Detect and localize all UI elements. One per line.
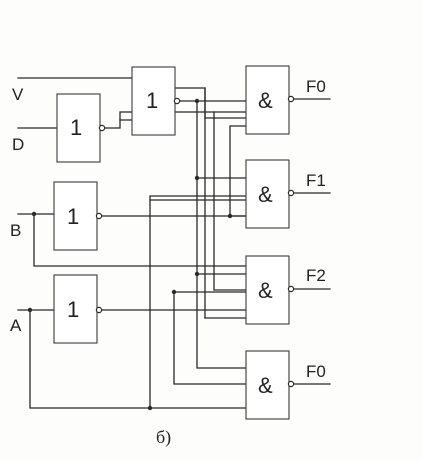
or-vd-symbol: 1 <box>146 88 158 113</box>
wire-d-bar-bus <box>119 111 255 291</box>
inverter-a-bubble <box>95 306 103 314</box>
and-gate-f2 <box>245 255 290 325</box>
inverter-d-bubble <box>98 124 106 132</box>
input-label-d: D <box>12 135 24 154</box>
and-gate-f1 <box>245 159 290 229</box>
output-label-f1: F1 <box>306 171 326 190</box>
wire-a-bar-bus <box>173 309 255 385</box>
inverter-b-symbol: 1 <box>67 204 79 229</box>
junction-dot <box>194 175 200 181</box>
junction-dot <box>194 98 200 104</box>
inverter-a-symbol: 1 <box>67 297 79 322</box>
and-f2-bubble <box>287 285 295 293</box>
wire-b-direct-bus <box>149 195 255 409</box>
output-label-f2: F2 <box>306 266 326 285</box>
and-f1-bubble <box>287 189 295 197</box>
inverter-gate-a <box>53 274 98 344</box>
junction-dot <box>227 213 233 219</box>
inverter-d-symbol: 1 <box>70 115 82 140</box>
and-gate-f0-bottom <box>245 350 290 420</box>
junction-dot <box>194 271 200 277</box>
and-f2-symbol: & <box>258 278 273 303</box>
figure-caption: б) <box>156 427 171 448</box>
wire-a-direct <box>29 309 255 409</box>
wire-b-direct <box>33 213 255 267</box>
and-f0-top-bubble <box>287 95 295 103</box>
and-f1-symbol: & <box>258 182 273 207</box>
output-label-f0-bottom: F0 <box>306 362 326 381</box>
wire-or-output-bus <box>178 100 255 369</box>
output-label-f0-top: F0 <box>306 77 326 96</box>
wire-d-inverter-to-or <box>103 119 133 129</box>
input-label-b: B <box>10 221 21 240</box>
and-f0-bottom-symbol: & <box>258 373 273 398</box>
or-vd-bubble <box>173 97 181 105</box>
input-label-a: A <box>10 316 22 335</box>
and-f0-bottom-bubble <box>287 380 295 388</box>
junction-dot <box>171 289 177 295</box>
junction-dot <box>31 211 37 217</box>
or-gate-vd <box>131 66 176 136</box>
inverter-gate-b <box>53 181 98 251</box>
inverter-gate-d <box>56 93 101 163</box>
junction-dot <box>27 307 33 313</box>
and-f0-top-symbol: & <box>258 88 273 113</box>
junction-dot <box>147 405 153 411</box>
inverter-b-bubble <box>95 212 103 220</box>
input-label-v: V <box>12 85 24 104</box>
